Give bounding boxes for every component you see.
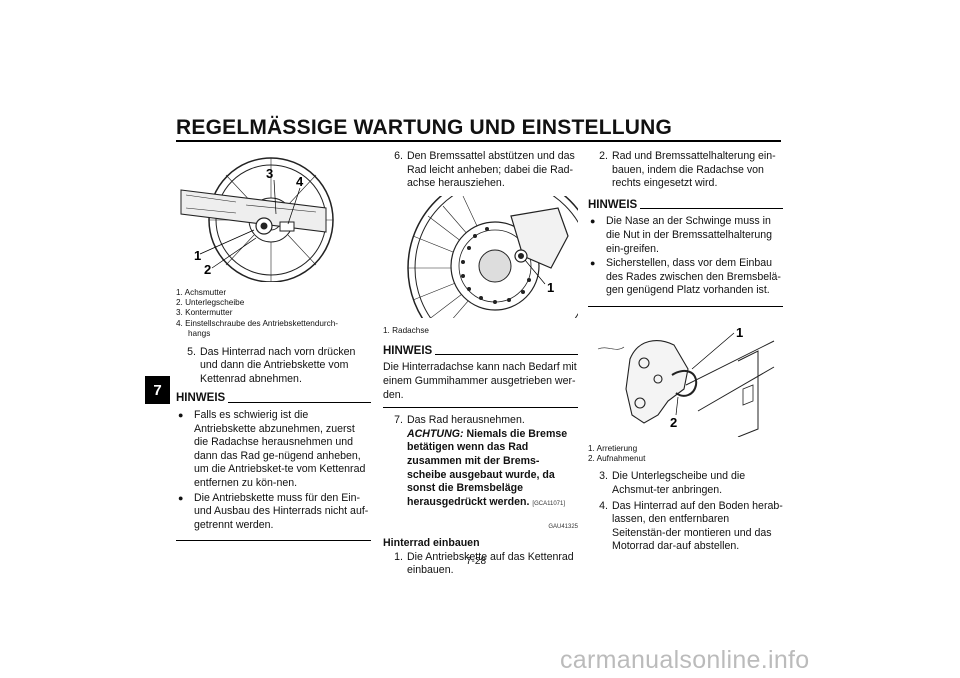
hinweis-heading: HINWEIS <box>383 345 578 359</box>
figure-label-2: 2 <box>670 415 677 430</box>
figure-label-1: 1 <box>547 280 554 295</box>
bullet-item: ●Die Antriebskette muss für den Ein- und… <box>178 491 369 531</box>
caption-item: hangs <box>188 329 211 339</box>
watermark: carmanualsonline.info <box>560 646 810 674</box>
figure-label-3: 3 <box>266 166 273 181</box>
hinweis-heading: HINWEIS <box>176 392 371 406</box>
bullet-item: ●Sicherstellen, dass vor dem Einbau des … <box>590 257 781 297</box>
hinweis-end-rule <box>176 540 371 542</box>
step-6: 6.Den Bremssattel abstützen und das Rad … <box>394 150 575 190</box>
column-3: 2.Rad und Bremssattelhalterung ein-bauen… <box>588 150 783 556</box>
step-2: 2.Rad und Bremssattelhalterung ein-bauen… <box>599 150 776 190</box>
step-7: 7. Das Rad herausnehmen. ACHTUNG: Niemal… <box>394 414 568 508</box>
page-title: REGELMÄSSIGE WARTUNG UND EINSTELLUNG <box>176 116 673 139</box>
page-number: 7-28 <box>466 556 487 567</box>
caption-item: 2. Unterlegscheibe <box>176 298 245 307</box>
gau-code: GAU41325 <box>548 524 578 531</box>
hinweis-text: Die Hinterradachse kann nach Bedarf mit … <box>383 361 577 401</box>
figure-caliper-bracket: 1 2 <box>588 318 783 438</box>
hinweis-heading: HINWEIS <box>588 199 783 213</box>
bullet-item: ●Falls es schwierig ist die Antriebskett… <box>178 409 366 489</box>
caption-item: 4. Einstellschraube des Antriebskettendu… <box>176 318 339 328</box>
caption-item: 2. Aufnahmenut <box>588 453 646 463</box>
section-title: Hinterrad einbauen <box>383 536 480 549</box>
hinweis-end-rule <box>588 305 783 307</box>
column-1: 3 4 1 2 1. Achsmutter 2. Unterlegscheibe… <box>176 150 371 542</box>
caption-item: 3. Kontermutter <box>176 308 233 318</box>
figure-captions: 1. Achsmutter 2. Unterlegscheibe 3. Kont… <box>176 288 371 340</box>
chapter-tab: 7 <box>145 376 170 404</box>
step-5: 5.Das Hinterrad nach vorn drücken und da… <box>187 345 356 385</box>
title-rule <box>176 140 781 142</box>
figure-label-2: 2 <box>204 262 211 277</box>
caption-item: 1. Arretierung <box>588 443 638 453</box>
figure-captions: 1. Arretierung 2. Aufnahmenut <box>588 444 783 465</box>
step-1: 1.Die Antriebskette auf das Kettenrad ei… <box>394 550 574 577</box>
figure-label-1: 1 <box>194 248 201 263</box>
column-2: 6.Den Bremssattel abstützen und das Rad … <box>383 150 599 580</box>
figure-label-1: 1 <box>736 325 743 340</box>
step-3: 3.Die Unterlegscheibe und die Achsmut-te… <box>599 470 746 496</box>
hinweis-end-rule <box>383 407 578 409</box>
bullet-item: ●Die Nase an der Schwinge muss in die Nu… <box>590 215 773 255</box>
figure-wheel-axle: 1 <box>383 172 599 364</box>
step-4: 4.Das Hinterrad auf den Boden herab-lass… <box>599 499 783 553</box>
caption-item: 1. Achsmutter <box>176 287 227 297</box>
figure-axle-nut: 3 4 1 2 <box>176 150 371 283</box>
figure-label-4: 4 <box>296 174 304 189</box>
figure-caption: 1. Radachse <box>383 326 429 336</box>
